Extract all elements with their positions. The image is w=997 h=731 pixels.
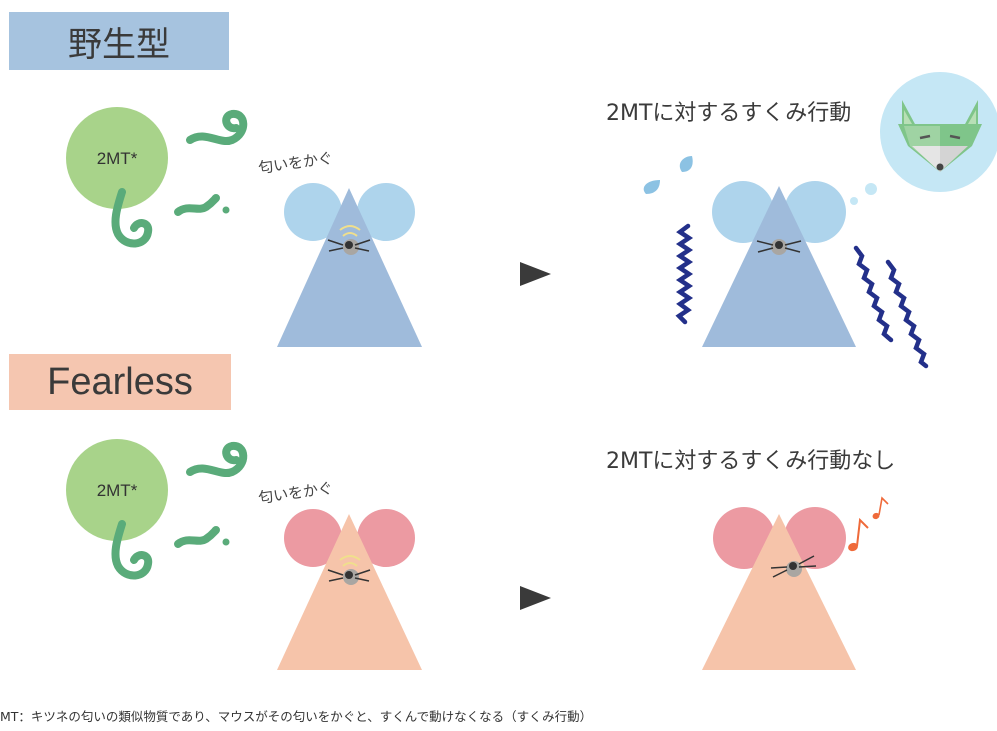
fearless-sniff-mouse-nose — [345, 571, 353, 579]
fearless-calm-mouse — [702, 507, 856, 670]
fearless-calm-mouse-body — [702, 514, 856, 670]
fearless-calm-mouse-whiskers — [770, 555, 817, 578]
wild-freeze-mouse-nose — [775, 241, 783, 249]
shiver-line-icon — [675, 223, 929, 369]
wild-sniff-mouse-body — [277, 188, 422, 347]
thought-dot-small — [850, 197, 858, 205]
wild-freeze-mouse-whiskers — [756, 240, 802, 253]
fearless-result-heading: 2MTに対するすくみ行動なし — [606, 449, 896, 474]
arrow-right-icon — [520, 262, 551, 286]
odor-swirl-icon — [111, 110, 248, 248]
banner-fearless: Fearless — [9, 354, 231, 410]
banner-wild-type: 野生型 — [9, 12, 229, 70]
wild-freeze-mouse-ear-right — [784, 181, 846, 243]
fearless-sniff-mouse-ear-left — [284, 509, 342, 567]
fearless-calm-mouse-ear-left — [713, 507, 775, 569]
fearless-sniff-mouse-whiskers — [327, 569, 371, 582]
fearless-sniff-mouse — [277, 509, 422, 670]
fearless-sniff-mouse-body — [277, 514, 422, 670]
wild-odor-group: 2MT* — [66, 107, 248, 248]
wild-sniff-mouse-nose — [345, 241, 353, 249]
wild-sniff-scent-waves — [339, 225, 361, 237]
fearless-odor-group: 2MT* — [66, 439, 248, 580]
fearless-sniff-scent-waves — [339, 555, 361, 567]
wild-sniff-mouse-ear-right — [357, 183, 415, 241]
odor-swirl-icon — [111, 442, 248, 580]
wild-sniff-mouse-ear-left — [284, 183, 342, 241]
footnote: MT：キツネの匂いの類似物質であり、マウスがその匂いをかぐと、すくんで動けなくな… — [0, 709, 593, 724]
fearless-sniff-mouse-ear-right — [357, 509, 415, 567]
fearless-odor-blob — [66, 439, 168, 541]
wild-sniff-mouse — [277, 183, 422, 347]
sweat-drop-icon — [643, 156, 693, 194]
wild-sniff-mouse-whiskers — [327, 239, 371, 252]
wild-freeze-mouse-body — [702, 186, 856, 347]
fearless-calm-mouse-ear-right — [784, 507, 846, 569]
banner-wild-type-label: 野生型 — [68, 24, 170, 65]
wild-freeze-mouse-ear-left — [712, 181, 774, 243]
thought-dot-medium — [865, 183, 877, 195]
wild-odor-blob — [66, 107, 168, 209]
music-note-icon — [848, 496, 889, 552]
arrow-right-icon — [520, 586, 551, 610]
fearless-calm-mouse-nose — [789, 562, 797, 570]
wild-odor-label: 2MT* — [97, 149, 138, 168]
wild-result-heading: 2MTに対するすくみ行動 — [606, 101, 852, 126]
banner-fearless-label: Fearless — [47, 360, 193, 403]
fearless-odor-label: 2MT* — [97, 481, 138, 500]
fox-icon — [898, 100, 982, 172]
fox-thought-bubble — [850, 72, 997, 205]
wild-freeze-mouse — [702, 181, 856, 347]
